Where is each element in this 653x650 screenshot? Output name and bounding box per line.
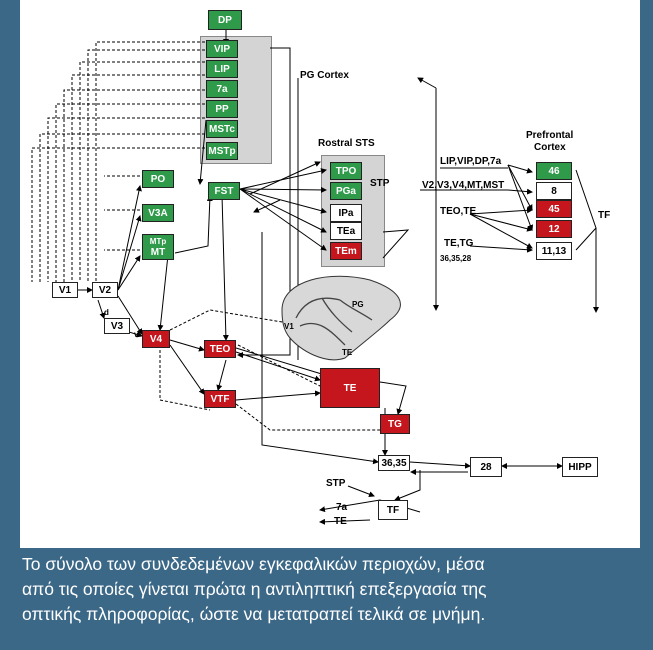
caption: Το σύνολο των συνδεδεμένων εγκεφαλικών π… (22, 552, 637, 627)
dorsal-label: d (104, 308, 109, 317)
region-v1: V1 (52, 282, 78, 298)
caption-line-2: από τις οποίες γίνεται πρώτα η αντιληπτι… (22, 579, 487, 599)
input-36-35-28-label: 36,35,28 (440, 254, 472, 263)
region-mtp-label: MTp (149, 237, 167, 246)
brain-v1-label: V1 (284, 322, 294, 331)
region-mt-label: MT (150, 247, 166, 258)
region-8: 8 (536, 182, 572, 200)
region-36-35: 36,35 (378, 455, 410, 471)
region-28: 28 (470, 457, 502, 477)
brain-pg-label: PG (352, 300, 364, 309)
pg-cortex-label: PG Cortex (300, 70, 349, 81)
ventral-label: v (134, 330, 139, 339)
region-46: 46 (536, 162, 572, 180)
region-tf: TF (378, 500, 408, 520)
region-7a: 7a (206, 80, 238, 98)
region-hipp: HIPP (562, 457, 598, 477)
input-lip-vip-label: LIP,VIP,DP,7a (440, 156, 502, 167)
region-pp: PP (206, 100, 238, 118)
caption-line-3: οπτικής πληροφορίας, ώστε να μετατραπεί … (22, 604, 486, 624)
region-45: 45 (536, 200, 572, 218)
region-v4: V4 (142, 330, 170, 348)
region-v3a: V3A (142, 204, 174, 222)
region-lip: LIP (206, 60, 238, 78)
input-te-tg-label: TE,TG (444, 238, 474, 249)
region-pga: PGa (330, 182, 362, 200)
tf-right-label: TF (598, 210, 611, 221)
region-ipa: IPa (330, 204, 362, 222)
region-teo: TEO (204, 340, 236, 358)
region-fst: FST (208, 182, 240, 200)
region-dp: DP (208, 10, 242, 30)
region-po: PO (142, 170, 174, 188)
region-tg: TG (380, 414, 410, 434)
stp-label: STP (370, 178, 390, 189)
region-vtf: VTF (204, 390, 236, 408)
region-te: TE (320, 368, 380, 408)
region-v2: V2 (92, 282, 118, 298)
brain-te-label: TE (342, 348, 353, 357)
region-mstp: MSTp (206, 142, 238, 160)
region-mstc: MSTc (206, 120, 238, 138)
cortex-label: Cortex (534, 142, 566, 153)
region-mt: MTp MT (142, 234, 174, 260)
rostral-sts-label: Rostral STS (318, 138, 375, 149)
region-v3: V3 (104, 318, 130, 334)
te-bottom-label: TE (334, 516, 347, 527)
input-v2-v3-label: V2,V3,V4,MT,MST (422, 180, 505, 191)
seven-a-bottom-label: 7a (336, 502, 348, 513)
prefrontal-label: Prefrontal (526, 130, 574, 141)
diagram-panel (20, 0, 640, 548)
caption-line-1: Το σύνολο των συνδεδεμένων εγκεφαλικών π… (22, 554, 485, 574)
region-12: 12 (536, 220, 572, 238)
input-teo-te-label: TEO,TE (440, 206, 477, 217)
region-vip: VIP (206, 40, 238, 58)
region-tem: TEm (330, 242, 362, 260)
stp-bottom-label: STP (326, 478, 346, 489)
region-tpo: TPO (330, 162, 362, 180)
region-11-13: 11,13 (536, 242, 572, 260)
region-tea: TEa (330, 222, 362, 240)
